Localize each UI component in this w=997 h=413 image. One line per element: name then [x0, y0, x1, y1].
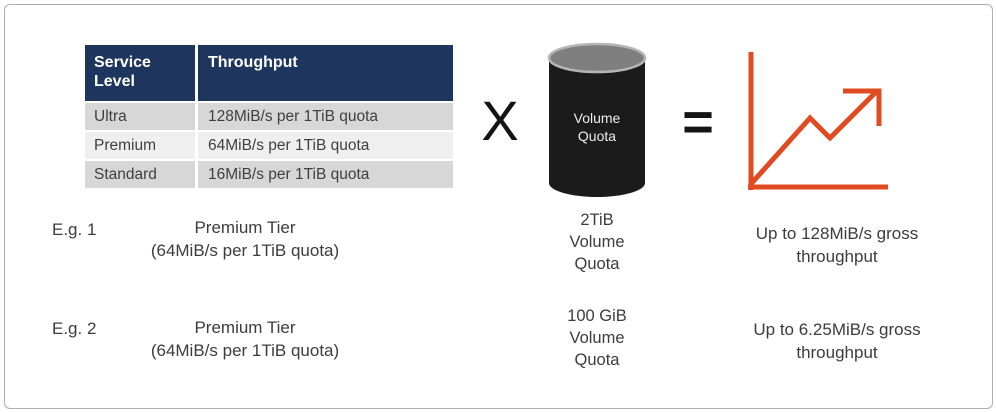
example-2-tier: Premium Tier (64MiB/s per 1TiB quota): [130, 316, 360, 362]
example-2-result-line1: Up to 6.25MiB/s gross: [753, 320, 921, 339]
throughput-cell: 128MiB/s per 1TiB quota: [208, 108, 379, 125]
table-row-standard: Standard 16MiB/s per 1TiB quota: [85, 161, 453, 188]
example-1-tier-name: Premium Tier: [194, 218, 296, 237]
example-1-quota-word1: Volume: [569, 233, 625, 251]
service-level-cell: Ultra: [85, 103, 198, 130]
service-level-table: Service Level Throughput Ultra 128MiB/s …: [85, 45, 453, 188]
throughput-cell: 64MiB/s per 1TiB quota: [208, 137, 370, 154]
example-2-quota-word1: Volume: [569, 329, 625, 347]
growth-chart-icon: [748, 52, 888, 190]
cylinder-label: Volume Quota: [547, 109, 647, 145]
cylinder-label-line1: Volume: [573, 110, 621, 126]
example-1-result: Up to 128MiB/s gross throughput: [717, 222, 957, 268]
service-level-cell: Standard: [85, 161, 198, 188]
table-header-row: Service Level Throughput: [85, 45, 453, 101]
throughput-cell: 16MiB/s per 1TiB quota: [208, 166, 370, 183]
example-1-tier-detail: (64MiB/s per 1TiB quota): [150, 241, 340, 260]
table-header-throughput: Throughput: [208, 54, 298, 71]
example-1-quota: 2TiB Volume Quota: [547, 209, 647, 275]
example-1-result-line2: throughput: [796, 247, 878, 266]
example-2-result-line2: throughput: [796, 343, 878, 362]
example-2-label: E.g. 2: [52, 319, 97, 338]
example-2-result: Up to 6.25MiB/s gross throughput: [717, 318, 957, 364]
table-row-premium: Premium 64MiB/s per 1TiB quota: [85, 132, 453, 159]
service-level-cell: Premium: [85, 132, 198, 159]
example-1-quota-size: 2TiB: [580, 211, 614, 229]
cylinder-label-line2: Quota: [577, 128, 617, 144]
example-2-tier-name: Premium Tier: [194, 318, 296, 337]
table-header-service-level: Service Level: [85, 45, 198, 101]
equals-symbol: =: [682, 92, 714, 152]
example-2-quota-size: 100 GiB: [567, 307, 627, 325]
table-row-ultra: Ultra 128MiB/s per 1TiB quota: [85, 103, 453, 130]
example-2-quota: 100 GiB Volume Quota: [547, 305, 647, 371]
example-1-result-line1: Up to 128MiB/s gross: [755, 224, 919, 243]
volume-quota-cylinder-icon: [547, 42, 647, 197]
example-1-tier: Premium Tier (64MiB/s per 1TiB quota): [130, 216, 360, 262]
example-2-quota-word2: Quota: [574, 351, 620, 369]
example-1-label: E.g. 1: [52, 220, 97, 239]
example-1-quota-word2: Quota: [574, 255, 620, 273]
multiply-symbol: X: [481, 89, 519, 152]
example-2-tier-detail: (64MiB/s per 1TiB quota): [150, 341, 340, 360]
